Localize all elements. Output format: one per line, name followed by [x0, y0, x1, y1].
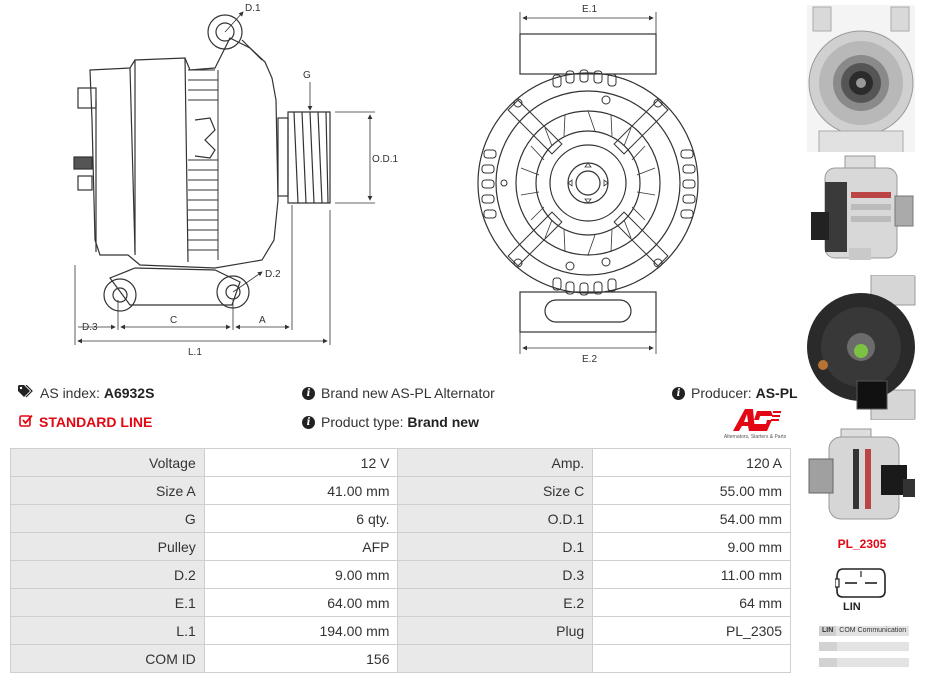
spec-label: D.2	[10, 560, 205, 589]
checkbox-icon	[19, 414, 33, 430]
spec-value: 64.00 mm	[203, 588, 399, 617]
brand-info: i Brand new AS-PL Alternator	[302, 385, 495, 401]
front-view	[477, 33, 699, 333]
product-photo-rear[interactable]	[805, 275, 917, 420]
spec-label: Size C	[397, 476, 594, 505]
spec-value: 9.00 mm	[203, 560, 399, 589]
as-pl-logo: Alternators, Starters & Parts	[715, 405, 795, 440]
plug-pin-label: LIN	[843, 601, 861, 613]
info-icon: i	[302, 415, 315, 429]
plug-legend-empty-row	[819, 642, 909, 651]
label-e1: E.1	[582, 4, 597, 15]
side-view	[73, 14, 331, 312]
drawing-svg: D.1 G O.D.1 D.2 D.3 C A L.1	[73, 3, 699, 365]
spec-value: 54.00 mm	[592, 504, 791, 533]
spec-value: 12 V	[203, 448, 399, 477]
as-index: AS index: A6932S	[18, 384, 155, 401]
spec-label: G	[10, 504, 205, 533]
logo-caption: Alternators, Starters & Parts	[724, 434, 787, 440]
label-d1: D.1	[245, 3, 261, 14]
spec-value: 120 A	[592, 448, 791, 477]
as-index-label: AS index:	[40, 385, 100, 401]
spec-value: 55.00 mm	[592, 476, 791, 505]
label-c: C	[170, 315, 177, 326]
spec-value: 64 mm	[592, 588, 791, 617]
spec-label: E.2	[397, 588, 594, 617]
front-dimensions	[519, 12, 657, 354]
spec-value: 156	[203, 644, 399, 673]
product-photo-side[interactable]	[805, 152, 917, 268]
label-e2: E.2	[582, 354, 597, 365]
product-type-value: Brand new	[407, 414, 479, 430]
side-dimensions	[74, 11, 375, 345]
spec-label: L.1	[10, 616, 205, 645]
spec-label: D.1	[397, 532, 594, 561]
spec-value: AFP	[203, 532, 399, 561]
spec-value: PL_2305	[592, 616, 791, 645]
spec-label: Pulley	[10, 532, 205, 561]
spec-label: COM ID	[10, 644, 205, 673]
logo-graphic: Alternators, Starters & Parts	[724, 409, 787, 440]
product-type-label: Product type:	[321, 414, 404, 430]
label-g: G	[303, 70, 311, 81]
spec-value: 6 qty.	[203, 504, 399, 533]
spec-label: D.3	[397, 560, 594, 589]
spec-label: Voltage	[10, 448, 205, 477]
standard-line-label: STANDARD LINE	[39, 414, 153, 430]
info-icon: i	[302, 386, 315, 400]
spec-value: 41.00 mm	[203, 476, 399, 505]
tag-icon	[18, 384, 34, 401]
standard-line: STANDARD LINE	[19, 414, 152, 430]
spec-value	[592, 644, 791, 673]
label-l1: L.1	[188, 347, 202, 358]
producer-label: Producer:	[691, 385, 752, 401]
product-type: i Product type: Brand new	[302, 414, 479, 430]
producer-info: i Producer: AS-PL	[672, 385, 798, 401]
label-od1: O.D.1	[372, 154, 399, 165]
spec-value: 194.00 mm	[203, 616, 399, 645]
producer-value: AS-PL	[755, 385, 798, 401]
spec-value: 9.00 mm	[592, 532, 791, 561]
plug-name: PL_2305	[837, 537, 887, 551]
spec-label: Amp.	[397, 448, 594, 477]
spec-label: Plug	[397, 616, 594, 645]
product-photo-angle[interactable]	[805, 425, 917, 525]
product-photo-front[interactable]	[805, 5, 917, 157]
technical-drawing: D.1 G O.D.1 D.2 D.3 C A L.1	[0, 0, 800, 375]
plug-legend-text: COM Communication	[839, 627, 907, 634]
label-a: A	[259, 315, 266, 326]
label-d3: D.3	[82, 322, 98, 333]
plug-connector-icon	[835, 568, 886, 598]
plug-legend-key: LIN	[819, 626, 837, 636]
spec-label: O.D.1	[397, 504, 594, 533]
spec-label: Size A	[10, 476, 205, 505]
label-d2: D.2	[265, 269, 281, 280]
spec-label	[397, 644, 594, 673]
info-icon: i	[672, 386, 685, 400]
as-index-value: A6932S	[103, 385, 155, 401]
brand-text: Brand new AS-PL Alternator	[321, 385, 495, 401]
spec-value: 11.00 mm	[592, 560, 791, 589]
plug-legend-empty-row	[819, 658, 909, 667]
spec-label: E.1	[10, 588, 205, 617]
